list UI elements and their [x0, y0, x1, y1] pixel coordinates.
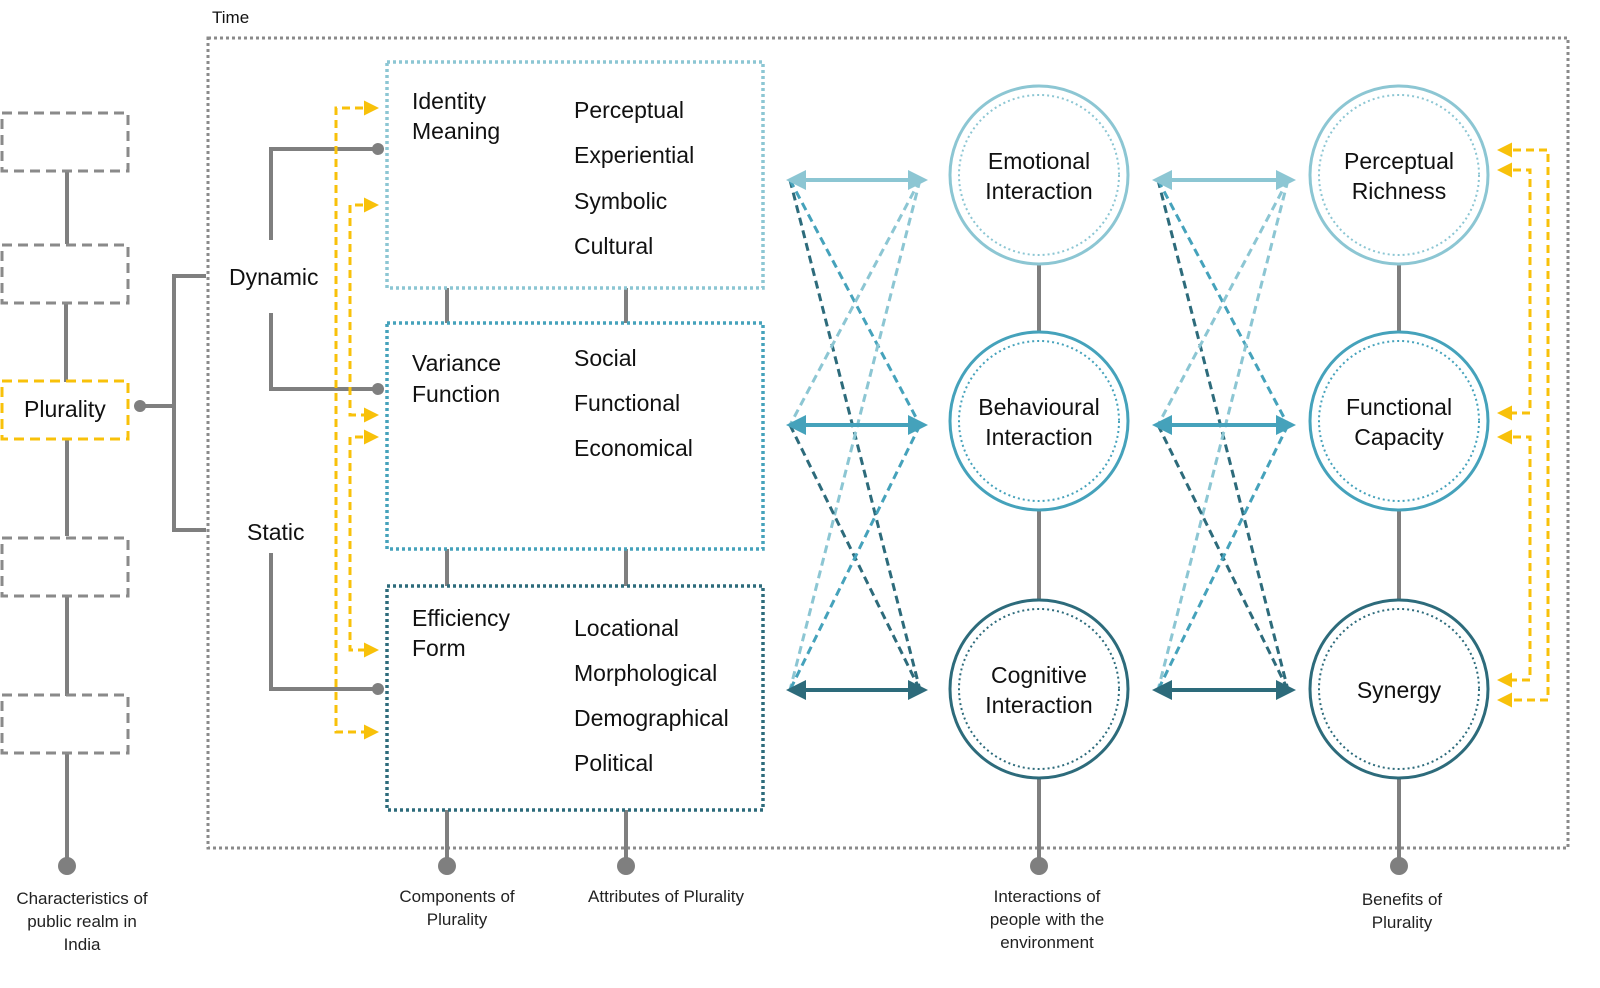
- component-subtitle: Function: [412, 381, 501, 407]
- left-column-connectors: [64, 147, 1401, 866]
- caption-characteristics: Characteristics of public realm in India: [16, 889, 148, 954]
- caption-components: Components of Plurality: [399, 887, 515, 929]
- plurality-label: Plurality: [24, 396, 106, 422]
- attribute: Perceptual: [574, 97, 684, 123]
- caption-benefits: Benefits of Plurality: [1361, 890, 1443, 932]
- attribute: Morphological: [574, 660, 718, 686]
- attribute: Functional: [574, 390, 681, 416]
- empty-characteristic-boxes: [0, 111, 130, 755]
- attribute: Economical: [574, 435, 693, 461]
- time-frame: [206, 36, 1570, 850]
- behavioural-interaction-label: Behavioural Interaction: [978, 394, 1100, 450]
- component-subtitle: Form: [412, 635, 466, 661]
- attribute: Locational: [574, 615, 679, 641]
- functional-capacity-label: Functional Capacity: [1345, 394, 1453, 450]
- variance-box: [385, 321, 765, 551]
- component-title: Identity: [412, 88, 487, 114]
- cross-links-interactions-benefits: [1156, 179, 1290, 691]
- efficiency-box: [385, 584, 765, 812]
- component-subtitle: Meaning: [412, 118, 501, 144]
- plurality-box: [0, 379, 130, 441]
- double-arrows: [786, 170, 1296, 700]
- interaction-circles: [948, 84, 1130, 780]
- component-title: Efficiency: [412, 605, 511, 631]
- attribute: Political: [574, 750, 654, 776]
- static-label: Static: [247, 519, 305, 545]
- yellow-feedback-arrows-right: [1497, 142, 1550, 708]
- caption-attributes: Attributes of Plurality: [588, 887, 744, 906]
- caption-interactions: Interactions of people with the environm…: [989, 887, 1105, 952]
- attribute: Cultural: [574, 233, 654, 259]
- perceptual-richness-label: Perceptual Richness: [1344, 148, 1454, 204]
- connector-dots: [58, 143, 1408, 875]
- synergy-label: Synergy: [1356, 677, 1442, 703]
- yellow-feedback-arrows-left: [334, 100, 379, 740]
- identity-box: [385, 60, 765, 290]
- dynamic-label: Dynamic: [229, 264, 319, 290]
- attribute: Demographical: [574, 705, 729, 731]
- attribute: Social: [574, 345, 637, 371]
- attribute: Experiential: [574, 142, 695, 168]
- cross-links-components-interactions: [788, 179, 922, 691]
- time-label: Time: [212, 8, 250, 27]
- attribute: Symbolic: [574, 188, 668, 214]
- component-title: Variance: [412, 350, 502, 376]
- benefit-circles: [1308, 84, 1490, 780]
- cognitive-interaction-label: Cognitive Interaction: [985, 662, 1093, 718]
- emotional-interaction-label: Emotional Interaction: [985, 148, 1093, 204]
